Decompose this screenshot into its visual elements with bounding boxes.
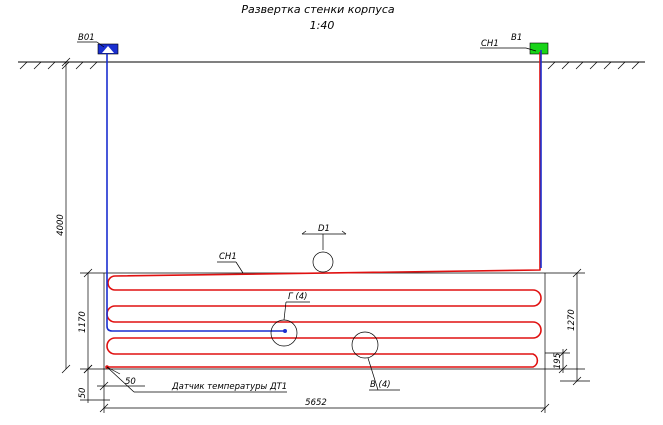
d1-opening: D1 bbox=[301, 224, 347, 273]
dim-left-coil: 1170 bbox=[78, 268, 93, 374]
dim-bottom-offset: 50 bbox=[78, 364, 110, 403]
label-v4: В (4) bbox=[370, 380, 391, 390]
ground-line bbox=[18, 61, 645, 70]
label-sensor: Датчик температуры ДТ1 bbox=[171, 382, 287, 392]
supply-pipe bbox=[106, 54, 285, 332]
label-b1: В1 bbox=[511, 33, 522, 43]
drawing-scale: 1:40 bbox=[310, 19, 335, 32]
v4-opening: В (4) bbox=[351, 331, 400, 391]
b01-marker: В01 bbox=[77, 33, 119, 55]
dim-right-coil: 1270 bbox=[560, 268, 590, 386]
dim-text-left-coil: 1170 bbox=[78, 311, 88, 333]
supply-pipe-end bbox=[283, 329, 287, 333]
label-g4: Г (4) bbox=[288, 292, 307, 302]
dim-text-right-small: 195 bbox=[553, 353, 563, 369]
dim-text-width-total: 5652 bbox=[305, 398, 327, 408]
dim-height-total: 4000 bbox=[56, 57, 71, 374]
heating-coil bbox=[106, 52, 542, 368]
label-ch1-mid: СН1 bbox=[219, 252, 237, 262]
sensor-leader: Датчик температуры ДТ1 bbox=[106, 366, 287, 393]
b1-marker: СН1 В1 bbox=[480, 33, 549, 55]
dim-text-height-total: 4000 bbox=[56, 214, 66, 236]
drawing-title: Развертка стенки корпуса bbox=[241, 3, 395, 16]
g4-opening: Г (4) bbox=[270, 292, 310, 347]
dim-text-left-offset: 50 bbox=[125, 377, 136, 387]
label-b01: В01 bbox=[78, 33, 95, 43]
dim-width-total: 5652 bbox=[99, 369, 550, 413]
label-ch1-top: СН1 bbox=[481, 39, 499, 49]
dim-right-small: 195 bbox=[545, 348, 570, 374]
dim-text-right-coil: 1270 bbox=[567, 309, 577, 331]
ch1-mid-leader: СН1 bbox=[217, 252, 244, 274]
label-d1: D1 bbox=[318, 224, 330, 234]
dim-text-bottom-offset: 50 bbox=[78, 388, 88, 399]
